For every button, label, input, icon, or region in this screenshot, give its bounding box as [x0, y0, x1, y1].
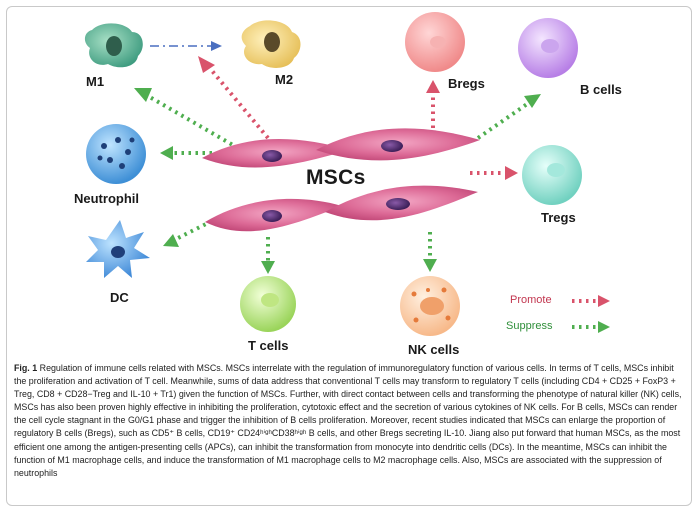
label-m1: M1 [86, 74, 105, 89]
label-m2: M2 [275, 72, 294, 87]
msc-regulation-diagram [84, 12, 610, 336]
arrow-msc-to-m2 [206, 64, 270, 140]
arrowhead-bregs [426, 80, 440, 93]
neutrophil-icon [86, 124, 146, 184]
arrowhead-tcells [261, 261, 275, 274]
arrowhead-neutrophil [160, 146, 173, 160]
arrowhead-m2 [198, 56, 215, 73]
arrowhead-dc [163, 234, 179, 247]
treg-cell-icon [522, 145, 582, 205]
legend-promote-arrow [572, 295, 610, 307]
msc-cell-top-right [316, 128, 480, 161]
msc-cell-bottom-left [205, 198, 342, 232]
label-nkcells: NK cells [408, 342, 460, 357]
breg-cell-icon [405, 12, 465, 72]
m2-macrophage-icon [241, 20, 301, 68]
b-cell-icon [518, 18, 578, 78]
nk-cell-icon [400, 276, 460, 336]
label-neutrophil: Neutrophil [74, 191, 139, 206]
label-bregs: Bregs [448, 76, 485, 91]
arrow-msc-to-bcells [476, 100, 532, 140]
legend-suppress-label: Suppress [506, 320, 553, 332]
msc-cell-bottom-right [325, 185, 478, 221]
legend-suppress-arrow [572, 321, 610, 333]
label-bcells: B cells [580, 82, 622, 97]
legend-promote-label: Promote [510, 294, 552, 306]
arrow-msc-to-m1 [146, 94, 240, 150]
figure-caption: Fig. 1 Regulation of immune cells relate… [14, 362, 688, 480]
label-tcells: T cells [248, 338, 289, 353]
label-msc: MSCs [306, 166, 366, 189]
figure-caption-text: Regulation of immune cells related with … [14, 363, 682, 478]
dendritic-cell-icon [86, 220, 150, 278]
arrowhead-bcells [524, 94, 541, 108]
msc-cell-top-left [202, 138, 350, 168]
arrow-m1-to-m2 [150, 41, 222, 51]
figure-label: Fig. 1 [14, 363, 38, 373]
m1-macrophage-icon [84, 23, 143, 68]
arrowhead-nkcells [423, 259, 437, 272]
label-dc: DC [110, 290, 129, 305]
arrowhead-tregs [505, 166, 518, 180]
t-cell-icon [240, 276, 296, 332]
label-tregs: Tregs [541, 210, 576, 225]
arrowhead-m1 [134, 88, 152, 102]
